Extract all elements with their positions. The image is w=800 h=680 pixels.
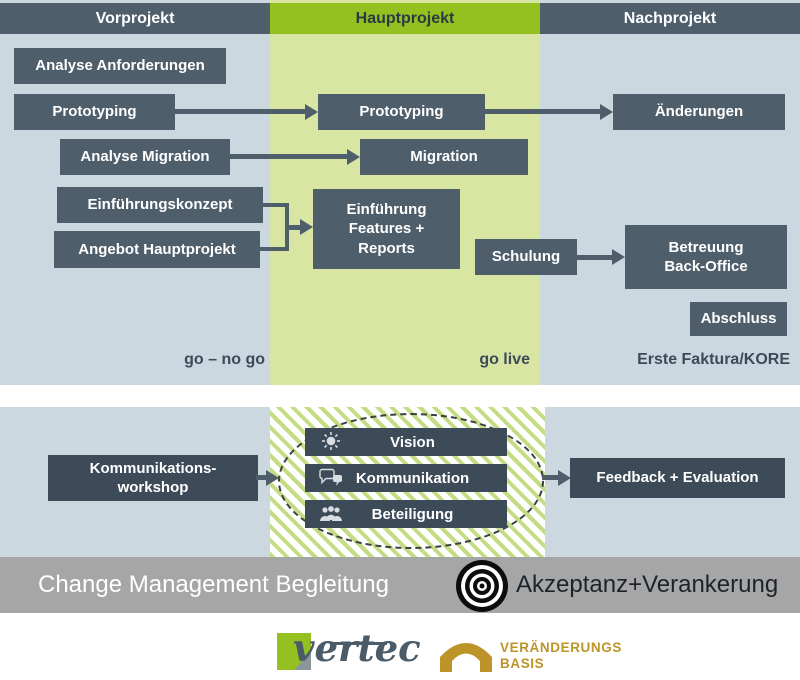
arrow-einfuehrung-line [285,225,302,230]
arrow-feedback-line [542,475,560,480]
box-einfuehrungskonzept: Einführungskonzept [57,187,263,223]
box-angebot-hauptprojekt: Angebot Hauptprojekt [54,231,260,268]
arrow-workshop-line [256,475,268,480]
vertec-logo-triangle [294,652,311,670]
arrow-betreuung-head [612,249,625,265]
kommunikation-label: Kommunikation [355,469,470,487]
box-analyse-anforderungen: Analyse Anforderungen [14,48,226,84]
milestone-erste-faktura-kore: Erste Faktura/KORE [637,351,790,368]
dashed-ellipse [278,413,544,549]
header-hauptprojekt: Hauptprojekt [270,3,540,34]
box-einfuehrung-features-reports: Einführung Features + Reports [313,189,460,269]
veraenderungsbasis-line2: BASIS [500,656,545,671]
box-abschluss: Abschluss [690,302,787,336]
box-prototyping-hauptprojekt: Prototyping [318,94,485,130]
beteiligung-label: Beteiligung [371,505,454,523]
arrow-migration-head [347,149,360,165]
box-betreuung-back-office: Betreuung Back-Office [625,225,787,289]
vision-icon [318,431,344,453]
speech-bubbles-icon [318,468,344,488]
arrow-workshop-head [266,470,279,486]
box-schulung: Schulung [475,239,577,275]
veraenderungsbasis-logo-text: VERÄNDERUNGS BASIS [500,640,622,672]
arrow-feedback-head [558,470,571,486]
box-beteiligung: Beteiligung [305,500,507,528]
box-migration: Migration [360,139,528,175]
people-group-icon [318,504,344,524]
arrow-betreuung-line [577,255,614,260]
box-feedback-evaluation: Feedback + Evaluation [570,458,785,498]
arrow-aenderungen-head [600,104,613,120]
box-analyse-migration: Analyse Migration [60,139,230,175]
target-spiral-icon [455,559,509,613]
box-vision: Vision [305,428,507,456]
box-kommunikation: Kommunikation [305,464,507,492]
header-nachprojekt: Nachprojekt [540,3,800,34]
arrow-einfuehrung-head [300,219,313,235]
vision-label: Vision [390,433,435,451]
milestone-go-no-go: go – no go [184,351,265,368]
box-prototyping-vorprojekt: Prototyping [14,94,175,130]
arrow-aenderungen-line [485,109,602,114]
arrow-prototyping-head [305,104,318,120]
arrow-migration-line [230,154,349,159]
change-management-bar-label: Change Management Begleitung [38,571,389,598]
vertec-logo-crossbar [331,642,387,645]
box-kommunikationsworkshop: Kommunikations- workshop [48,455,258,501]
box-aenderungen: Änderungen [613,94,785,130]
milestone-go-live: go live [479,351,530,368]
connector-einfuehrungskonzept-line [263,203,289,207]
connector-angebot-line [260,247,289,251]
vertec-logo-wordmark: vertec [293,626,421,670]
veraenderungsbasis-line1: VERÄNDERUNGS [500,640,622,655]
veraenderungsbasis-arch-icon [437,637,495,678]
arrow-prototyping-line [175,109,307,114]
header-vorprojekt: Vorprojekt [0,3,270,34]
akzeptanz-verankerung-label: Akzeptanz+Verankerung [516,571,779,598]
change-management-bar [0,557,800,613]
